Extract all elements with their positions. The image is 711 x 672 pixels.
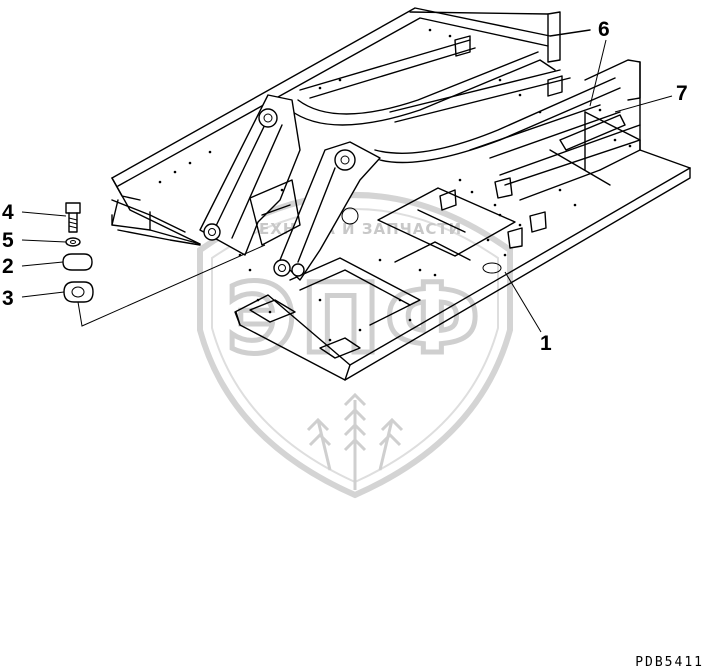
leader-lines	[21, 39, 673, 333]
revolving-frame	[111, 7, 691, 381]
drawing-code: PDB5411	[635, 655, 704, 670]
callout-5: 5	[2, 229, 14, 252]
callout-1: 1	[540, 332, 552, 355]
part-5-washer	[65, 237, 81, 247]
callout-7: 7	[676, 82, 688, 105]
callout-4: 4	[2, 201, 14, 224]
part-4-bolt	[65, 202, 81, 233]
callout-3: 3	[2, 287, 14, 310]
part-2-plate	[62, 253, 93, 271]
watermark-logo-text: ЭПФ	[226, 263, 484, 375]
callout-2: 2	[2, 255, 14, 278]
part-3-plate	[63, 281, 94, 303]
callout-6: 6	[598, 18, 610, 41]
